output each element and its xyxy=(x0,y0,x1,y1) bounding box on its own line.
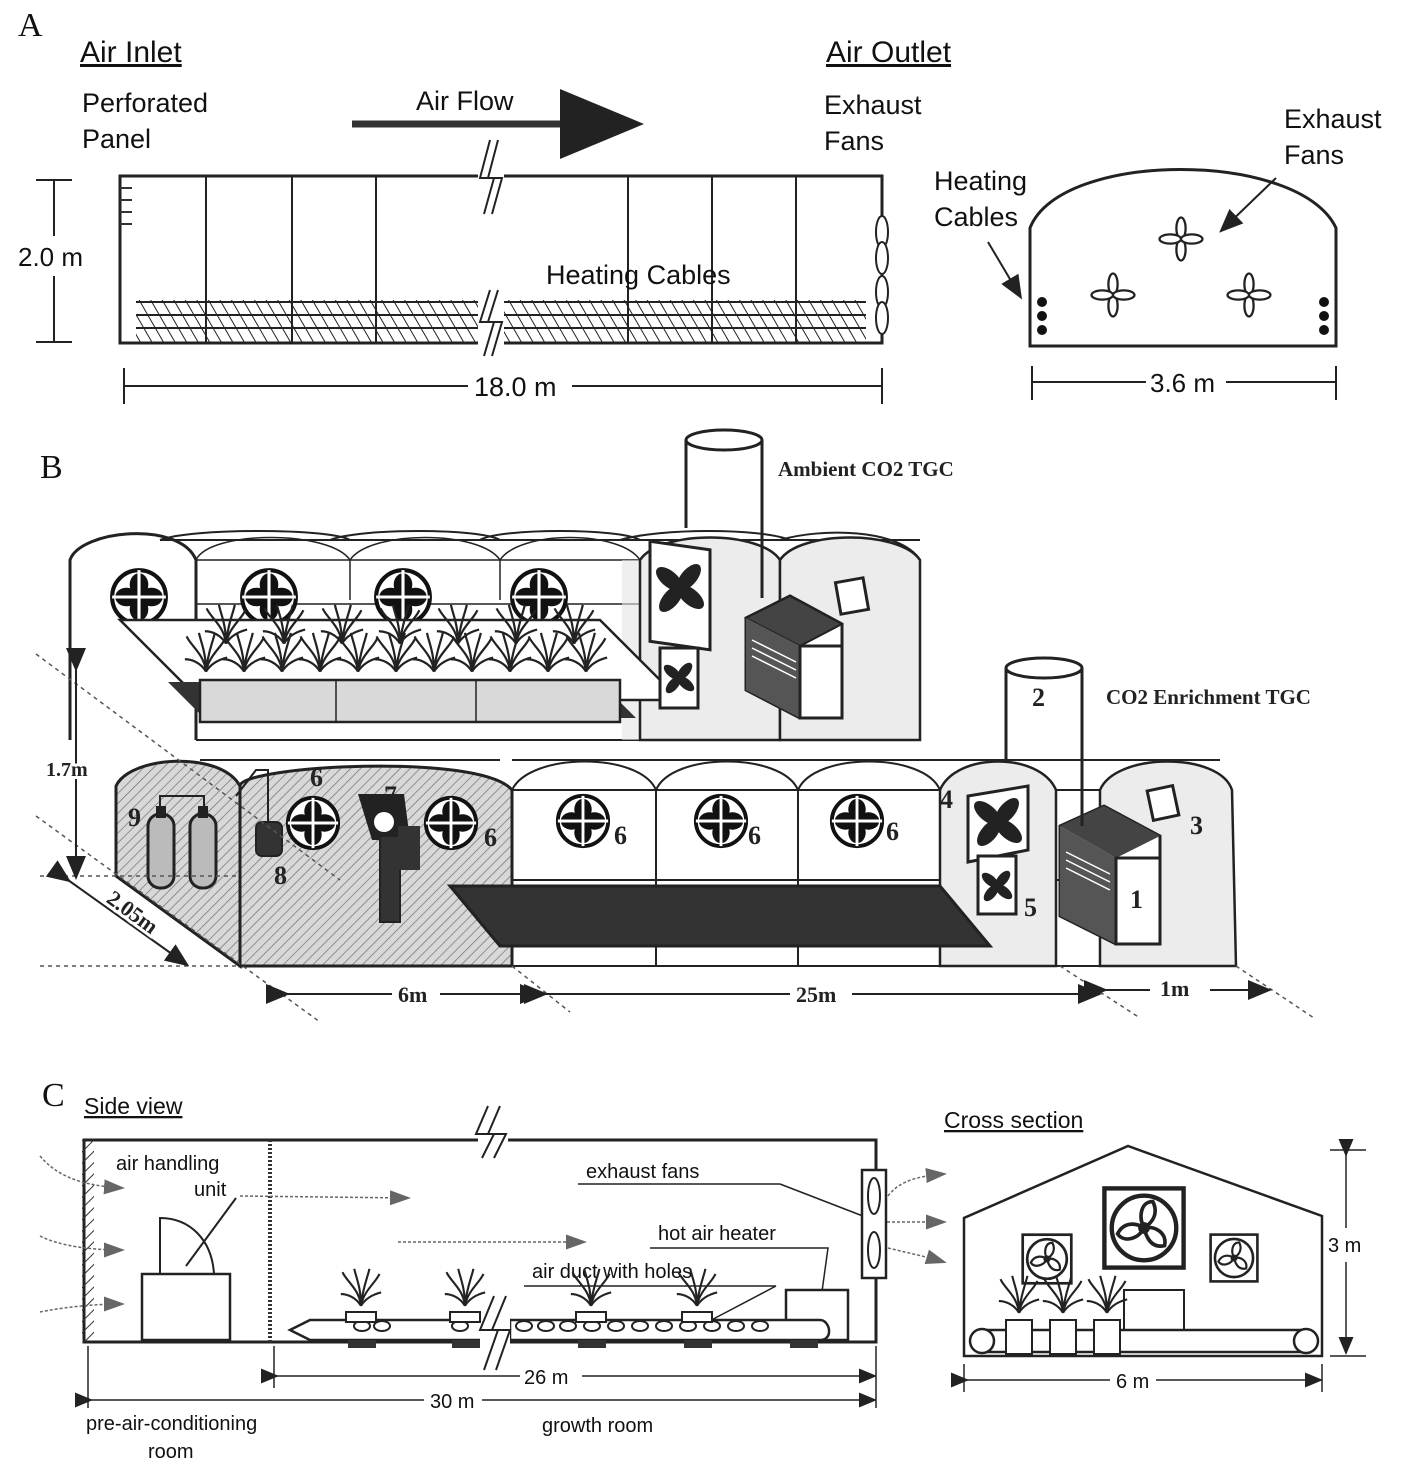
label-7: 7 xyxy=(384,781,397,810)
fan-icon xyxy=(555,793,611,849)
panel-a-letter: A xyxy=(18,7,43,44)
perforated-panel-label: Perforated xyxy=(82,88,208,118)
height-1-7-label: 1.7m xyxy=(46,759,88,781)
heating-cable-dots xyxy=(1037,297,1329,335)
height-label: 2.0 m xyxy=(18,242,83,272)
fan-icon xyxy=(112,570,166,624)
exhaust-fans-cross-label: Exhaust xyxy=(1284,104,1382,134)
small-fan-icon xyxy=(658,646,700,710)
vent-icon xyxy=(833,576,871,616)
heating-cables-cross-label: Heating xyxy=(934,166,1027,196)
co2-inlet-duct xyxy=(684,428,764,598)
plant-tray xyxy=(198,678,622,724)
len-1m-label: 1m xyxy=(1160,976,1189,1001)
panel-c: C Side view Cross section air handling xyxy=(39,1077,1366,1463)
panel-b: B xyxy=(35,428,1315,1023)
large-fan-icon-enrichment xyxy=(966,784,1030,864)
exhaust-fan-icons xyxy=(875,215,889,335)
air-inlet-title: Air Inlet xyxy=(80,36,182,69)
air-handling-label-2: unit xyxy=(194,1179,227,1201)
air-flow-label: Air Flow xyxy=(416,86,514,116)
len-6m-label: 6m xyxy=(398,982,427,1007)
air-duct-label: air duct with holes xyxy=(532,1261,692,1283)
plants-cross-c xyxy=(998,1274,1128,1355)
side-view-box: Heating Cables xyxy=(118,139,889,357)
len-30-label: 30 m xyxy=(430,1391,474,1413)
gas-cylinders xyxy=(146,769,269,890)
small-fan-icon-enrichment xyxy=(976,854,1018,916)
heating-cables-cross-label-2: Cables xyxy=(934,202,1018,232)
len-25m-label: 25m xyxy=(796,982,836,1007)
cross-section-c: 3 m 6 m xyxy=(951,1139,1366,1393)
panel-c-letter: C xyxy=(42,1077,65,1114)
fan-icon xyxy=(512,570,566,624)
pre-room-label: pre-air-conditioning xyxy=(86,1413,257,1435)
label-6c: 6 xyxy=(614,821,627,850)
side-view-c: air handling unit exhaust fans hot air h… xyxy=(39,1105,947,1463)
pre-room-label-2: room xyxy=(148,1441,194,1463)
fan-icon xyxy=(829,793,885,849)
enrichment-tgc: CO2 Enrichment TGC 1 2 3 4 5 6 6 6 6 6 7… xyxy=(35,648,1315,1023)
bed xyxy=(446,884,994,948)
large-fan-icon xyxy=(648,539,712,652)
small-fan-icon-c xyxy=(1021,1233,1073,1285)
exhaust-fans-side-label-2: Fans xyxy=(824,126,884,156)
fan-icon xyxy=(285,795,341,851)
fan-icon xyxy=(423,795,479,851)
small-fan-icon-c2 xyxy=(1209,1233,1259,1283)
heating-cables-side-label: Heating Cables xyxy=(546,260,731,290)
width-label: 3.6 m xyxy=(1150,368,1215,398)
co2-analyzer xyxy=(255,808,283,857)
label-3: 3 xyxy=(1190,811,1203,840)
exhaust-fans-side-label: Exhaust xyxy=(824,90,922,120)
hot-air-heater-label: hot air heater xyxy=(658,1223,776,1245)
cross-section-title: Cross section xyxy=(944,1107,1083,1133)
plants-c xyxy=(340,1267,718,1323)
panel-b-letter: B xyxy=(40,449,63,486)
large-fan-icon-c xyxy=(1104,1188,1183,1267)
side-view-title: Side view xyxy=(84,1093,183,1119)
fan-icon xyxy=(693,793,749,849)
height-3m-label: 3 m xyxy=(1328,1235,1361,1257)
exhaust-fans-cross-label-2: Fans xyxy=(1284,140,1344,170)
ambient-co2-label: Ambient CO2 TGC xyxy=(778,457,954,481)
label-1: 1 xyxy=(1130,885,1143,914)
len-26-label: 26 m xyxy=(524,1367,568,1389)
length-label: 18.0 m xyxy=(474,372,557,402)
label-4: 4 xyxy=(940,785,953,814)
exhaust-fans-c xyxy=(860,1168,888,1280)
label-6b: 6 xyxy=(484,823,497,852)
air-handling-label: air handling xyxy=(116,1153,219,1175)
ambient-tgc: Ambient CO2 TGC xyxy=(68,428,954,742)
air-handling-unit xyxy=(140,1197,237,1342)
label-6: 6 xyxy=(310,763,323,792)
co2-supply-duct xyxy=(1004,656,1084,826)
label-9: 9 xyxy=(128,803,141,832)
sensor-stand xyxy=(358,794,420,923)
label-6d: 6 xyxy=(748,821,761,850)
label-8: 8 xyxy=(274,861,287,890)
heater-box-c xyxy=(1123,1289,1185,1335)
exhaust-fans-label: exhaust fans xyxy=(586,1161,699,1183)
air-conditioner-unit xyxy=(743,594,845,720)
label-5: 5 xyxy=(1024,893,1037,922)
width-6m-label: 6 m xyxy=(1116,1371,1149,1393)
label-2: 2 xyxy=(1032,683,1045,712)
air-duct xyxy=(287,1318,831,1348)
perforated-panel-label-2: Panel xyxy=(82,124,151,154)
panel-a: A Air Inlet Air Outlet Perforated Panel … xyxy=(18,7,1382,404)
growth-room-label: growth room xyxy=(542,1415,653,1437)
air-conditioner-unit-enrichment xyxy=(1058,804,1162,946)
enrichment-co2-label: CO2 Enrichment TGC xyxy=(1106,685,1311,709)
air-outlet-title: Air Outlet xyxy=(826,36,952,69)
label-6e: 6 xyxy=(886,817,899,846)
cross-section-a: Heating Cables Exhaust Fans 3.6 m xyxy=(934,104,1382,400)
vent-icon-enrichment xyxy=(1145,783,1181,823)
